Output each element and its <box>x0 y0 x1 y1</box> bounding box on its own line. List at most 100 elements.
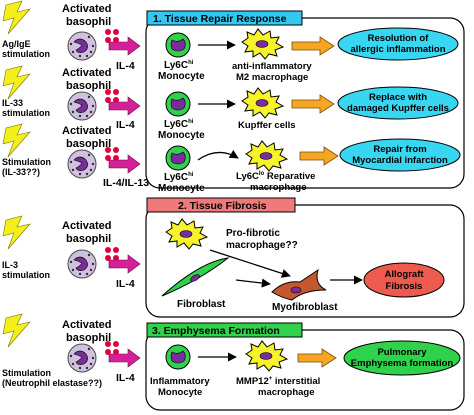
basophil-nucleus <box>73 350 88 365</box>
cytokine-granule <box>105 341 111 347</box>
basophil-granule <box>78 366 82 370</box>
orange-arrow <box>297 348 337 368</box>
basophil-granule <box>91 104 95 108</box>
cytokine-arrow <box>108 154 141 174</box>
basophil-granule <box>87 35 91 39</box>
macrophage-nucleus <box>179 230 193 238</box>
basophil-cell <box>67 31 97 61</box>
macrophage-cell <box>241 28 285 60</box>
basophil-granule <box>71 50 75 54</box>
monocyte-nucleus <box>170 38 186 52</box>
basophil-granule <box>69 354 73 358</box>
cytokine-arrow <box>108 96 141 116</box>
basophil-granule <box>91 356 95 360</box>
orange-arrow <box>299 146 339 166</box>
lightning-icon <box>2 313 31 348</box>
section-1-header: 1. Tissue Repair Response <box>146 10 303 26</box>
cytokine-arrow <box>108 254 141 274</box>
basophil-granule <box>71 362 75 366</box>
macrophage-nucleus <box>259 152 273 160</box>
basophil-nucleus <box>73 256 88 271</box>
monocyte-nucleus <box>170 97 186 111</box>
basophil-granule <box>69 42 73 46</box>
granule-group <box>105 247 119 261</box>
outcome-oval <box>343 340 461 376</box>
cytokine-granule <box>105 147 111 153</box>
basophil-granule <box>89 110 93 114</box>
monocyte-nucleus <box>170 151 186 165</box>
macrophage-cell <box>241 87 285 119</box>
cytokine-granule <box>105 89 111 95</box>
granule-group <box>105 341 119 355</box>
basophil-cell <box>67 343 97 373</box>
basophil-granule <box>87 95 91 99</box>
myofibroblast-cell <box>271 268 327 301</box>
section-3-header-text: 3. Emphysema Formation <box>152 325 280 337</box>
basophil-nucleus <box>73 38 88 53</box>
basophil-nucleus <box>73 98 88 113</box>
lightning-icon <box>2 0 31 35</box>
cytokine-label: IL-4 <box>116 60 135 72</box>
basophil-cell <box>67 91 97 121</box>
granule-group <box>105 29 119 43</box>
basophil-granule <box>78 114 82 118</box>
basophil-cell <box>67 149 97 179</box>
macrophage-nucleus <box>259 352 273 360</box>
outcome-oval <box>337 86 459 120</box>
monocyte-cell <box>165 91 191 117</box>
cytokine-granule <box>105 247 111 253</box>
basophil-granule <box>87 253 91 257</box>
profibrotic-macrophage-cell <box>165 218 209 250</box>
basophil-granule <box>69 260 73 264</box>
macrophage-nucleus <box>255 40 269 48</box>
basophil-granule <box>85 172 89 176</box>
basophil-granule <box>69 160 73 164</box>
basophil-granule <box>85 114 89 118</box>
basophil-granule <box>91 162 95 166</box>
section-1-header-text: 1. Tissue Repair Response <box>153 13 287 25</box>
cytokine-granule <box>113 29 119 35</box>
basophil-granule <box>85 366 89 370</box>
basophil-granule <box>78 54 82 58</box>
monocyte-cell <box>165 32 191 58</box>
cytokine-granule <box>105 97 111 103</box>
cytokine-granule <box>113 155 119 161</box>
arrow-macrophage-to-myofibroblast <box>209 249 291 278</box>
basophil-granule <box>85 272 89 276</box>
cytokine-arrow <box>108 348 141 368</box>
basophil-granule <box>78 172 82 176</box>
cytokine-granule <box>113 255 119 261</box>
arrow-monocyte-to-macrophage <box>197 149 239 161</box>
basophil-granule <box>87 347 91 351</box>
basophil-granule <box>91 44 95 48</box>
macrophage-cell <box>245 340 289 372</box>
basophil-granule <box>89 362 93 366</box>
outcome-oval <box>363 262 445 298</box>
basophil-granule <box>89 168 93 172</box>
lightning-icon <box>2 123 31 158</box>
fibroblast-label: Fibroblast <box>177 299 226 310</box>
cytokine-granule <box>113 97 119 103</box>
section-2-header: 2. Tissue Fibrosis <box>146 197 296 213</box>
cytokine-arrow <box>108 36 141 56</box>
outcome-oval <box>337 27 459 61</box>
section-3-header: 3. Emphysema Formation <box>146 322 303 338</box>
granule-group <box>105 89 119 103</box>
